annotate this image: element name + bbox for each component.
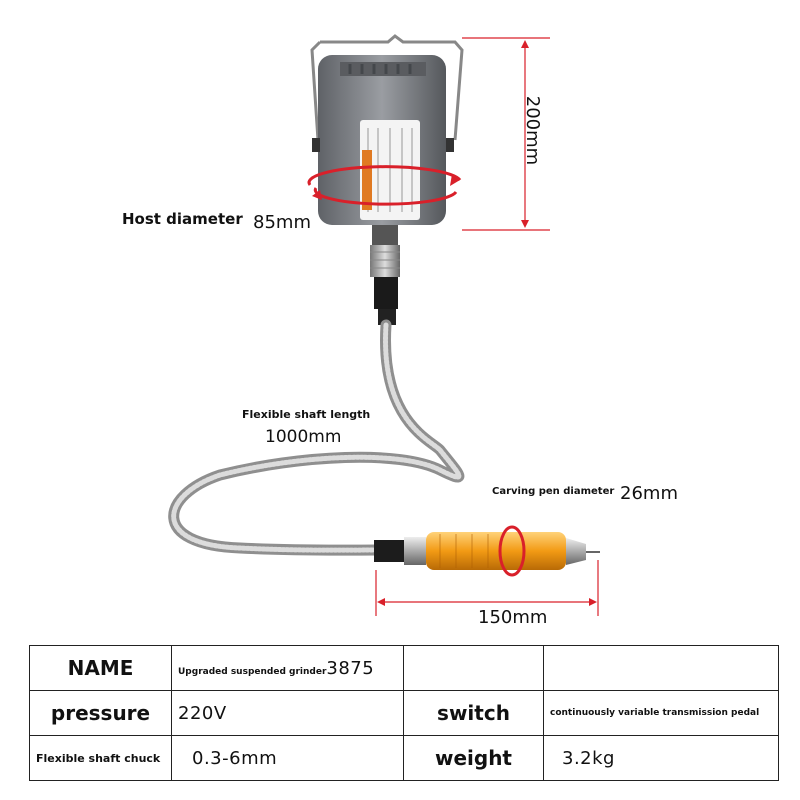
table-row: pressure 220V switch continuously variab…: [29, 690, 779, 736]
host-diameter-label: Host diameter: [122, 210, 243, 228]
chuck-value: 0.3-6mm: [171, 735, 404, 781]
spec-table: NAME Upgraded suspended grinder3875 pres…: [29, 645, 779, 781]
shaft-coupling: [370, 225, 400, 325]
empty-cell: [403, 645, 544, 691]
pen-diameter-marker: [498, 525, 526, 577]
chuck-label: Flexible shaft chuck: [29, 735, 172, 781]
empty-cell: [543, 645, 779, 691]
pressure-label: pressure: [29, 690, 172, 736]
pressure-value: 220V: [171, 690, 404, 736]
name-value-cell: Upgraded suspended grinder3875: [171, 645, 404, 691]
switch-value: continuously variable transmission pedal: [543, 690, 779, 736]
name-label: NAME: [29, 645, 172, 691]
hanger-wire: [310, 34, 464, 141]
weight-label: weight: [403, 735, 544, 781]
table-row: Flexible shaft chuck 0.3-6mm weight 3.2k…: [29, 735, 779, 781]
weight-value: 3.2kg: [543, 735, 779, 781]
host-diameter-marker: [307, 165, 462, 206]
pen-length-value: 150mm: [478, 607, 548, 628]
height-value: 200mm: [522, 95, 544, 166]
name-code: 3875: [326, 657, 375, 679]
shaft-length-value: 1000mm: [265, 427, 342, 447]
pen-length-dimension-line: [375, 560, 599, 616]
host-diameter-value: 85mm: [253, 212, 311, 233]
product-illustration: [168, 34, 600, 616]
height-dimension-line: [462, 37, 550, 231]
motor-housing: [312, 55, 454, 225]
switch-label: switch: [403, 690, 544, 736]
pen-diameter-label: Carving pen diameter: [492, 486, 615, 497]
shaft-length-label: Flexible shaft length: [242, 408, 371, 421]
table-row: NAME Upgraded suspended grinder3875: [29, 645, 779, 691]
name-value: Upgraded suspended grinder: [178, 666, 327, 677]
carving-pen: [374, 532, 600, 570]
pen-diameter-value: 26mm: [620, 483, 678, 504]
